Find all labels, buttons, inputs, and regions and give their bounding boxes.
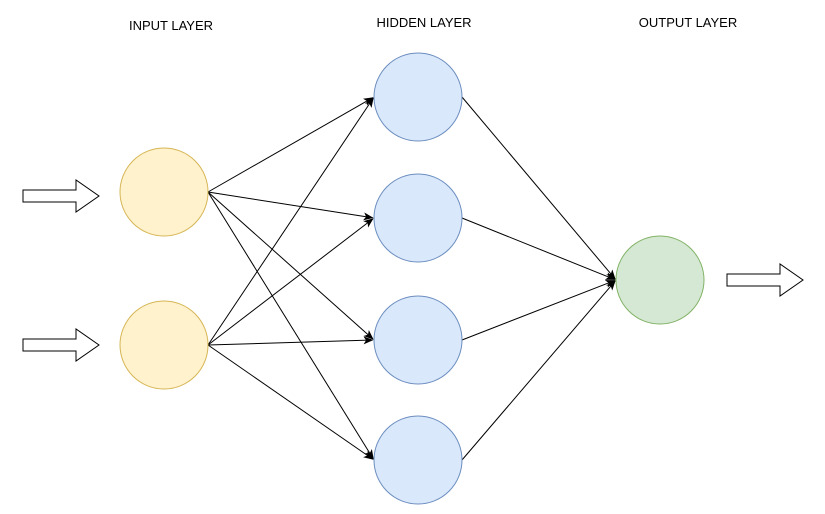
- connection-input-2-hidden-3: [207, 336, 374, 346]
- connection-hidden-3-output-1: [461, 280, 616, 341]
- input-arrow-1: [22, 179, 100, 213]
- connections: [207, 96, 616, 461]
- neurons: [119, 52, 705, 505]
- output-neuron-1: [615, 235, 705, 325]
- hidden-neuron-1: [373, 52, 463, 142]
- hidden-neuron-2: [373, 173, 463, 263]
- input-neuron-1: [119, 147, 209, 237]
- hidden-neuron-3: [373, 295, 463, 385]
- connection-input-1-hidden-1: [207, 97, 374, 193]
- connection-input-1-hidden-3: [207, 191, 374, 340]
- input-layer-label: INPUT LAYER: [129, 18, 213, 33]
- connection-hidden-1-output-1: [461, 96, 616, 280]
- input-arrow-2: [22, 328, 100, 362]
- connection-input-2-hidden-2: [207, 218, 374, 346]
- output-arrow: [726, 263, 804, 297]
- io-arrows: [22, 179, 804, 362]
- connection-hidden-4-output-1: [461, 280, 616, 461]
- input-neuron-2: [119, 300, 209, 390]
- connection-input-2-hidden-4: [207, 344, 374, 460]
- connection-input-1-hidden-2: [207, 191, 374, 221]
- connection-input-2-hidden-1: [207, 97, 374, 346]
- hidden-neuron-4: [373, 415, 463, 505]
- hidden-layer-label: HIDDEN LAYER: [376, 15, 471, 30]
- output-layer-label: OUTPUT LAYER: [639, 15, 737, 30]
- connection-hidden-2-output-1: [461, 217, 616, 280]
- connection-input-1-hidden-4: [207, 191, 374, 460]
